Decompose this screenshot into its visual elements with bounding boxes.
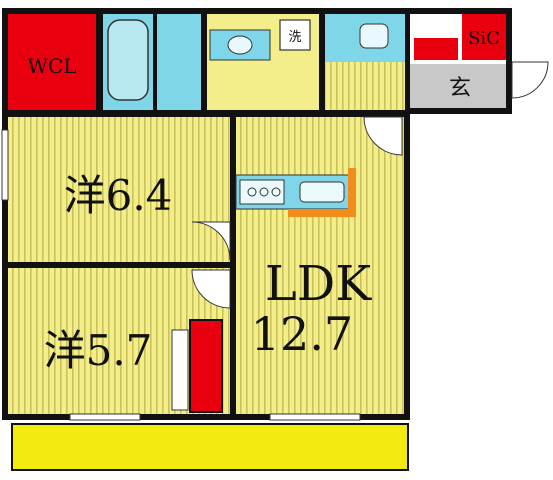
bathtub <box>107 19 149 101</box>
kitchen-bar-orange <box>288 209 356 217</box>
kitchen-bar-orange-v <box>348 168 356 217</box>
burner-3 <box>271 187 281 197</box>
door-swing-3 <box>363 116 403 156</box>
stove <box>239 179 285 205</box>
window-2 <box>269 413 361 421</box>
toilet-tank <box>359 23 389 49</box>
laundry-label: 洗 <box>288 30 301 45</box>
entrance-door-swing <box>511 61 549 99</box>
shoe-cabinet <box>414 38 458 60</box>
sic-label: SiC <box>468 28 500 49</box>
sic-wall <box>410 8 512 14</box>
ldk-room <box>236 117 404 414</box>
balcony <box>11 423 409 471</box>
sic-wall-right <box>506 8 512 112</box>
ldk-size-label: 12.7 <box>251 307 353 361</box>
kitchen-sink <box>299 181 345 203</box>
entrance-bottom-wall <box>405 108 512 114</box>
western-room-1 <box>8 117 230 262</box>
closet-red <box>189 319 223 413</box>
sink-icon <box>227 35 253 55</box>
western-room-2-label: 洋5.7 <box>44 326 153 375</box>
toilet-hall <box>325 62 405 110</box>
entrance <box>410 64 506 108</box>
closet-doors <box>171 329 189 411</box>
burner-2 <box>259 187 269 197</box>
entrance-label: 玄 <box>449 76 471 101</box>
western-room-1-label: 洋6.4 <box>64 171 173 220</box>
bath-divider <box>153 14 157 110</box>
burner-1 <box>247 187 257 197</box>
door-swing-1 <box>191 221 231 261</box>
washer-box <box>279 19 311 51</box>
window-3 <box>1 129 9 201</box>
wcl-room <box>8 14 96 110</box>
window-1 <box>69 413 141 421</box>
ldk-label: LDK <box>265 256 372 312</box>
sic-room <box>462 14 506 60</box>
wcl-label: WCL <box>27 54 76 78</box>
door-swing-2 <box>191 269 231 309</box>
